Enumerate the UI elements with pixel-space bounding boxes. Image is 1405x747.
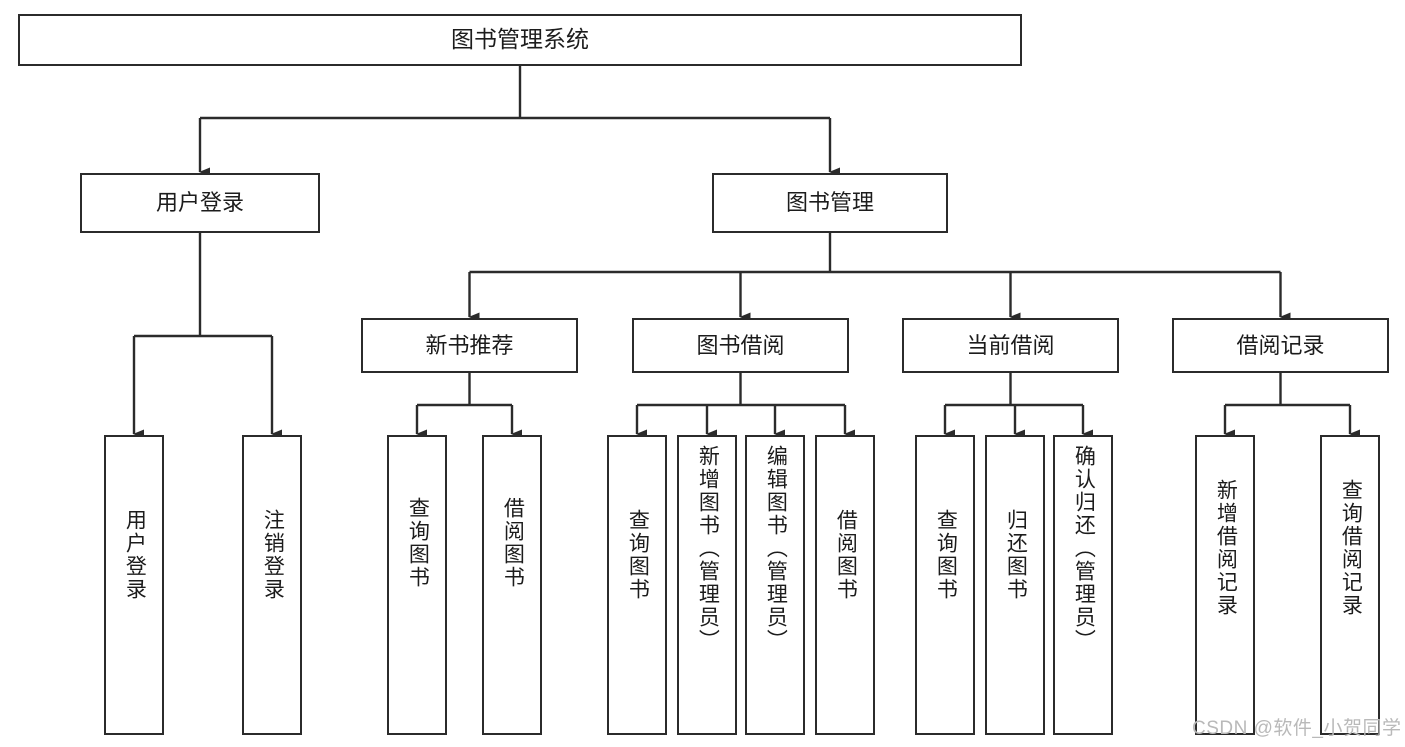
node-label: 图书管理系统 <box>451 26 589 53</box>
node-leaf-query-book-1[interactable]: 查询图书 <box>387 435 447 735</box>
node-label: 确认归还（管理员） <box>1072 445 1096 652</box>
node-label: 新书推荐 <box>425 332 514 358</box>
node-leaf-user-logout[interactable]: 注销登录 <box>242 435 302 735</box>
node-label: 借阅记录 <box>1236 332 1325 358</box>
node-user-login[interactable]: 用户登录 <box>80 173 320 233</box>
node-label: 查询图书 <box>626 509 650 601</box>
node-leaf-query-book-2[interactable]: 查询图书 <box>607 435 667 735</box>
node-label: 用户登录 <box>123 509 147 601</box>
node-book-mgmt[interactable]: 图书管理 <box>712 173 948 233</box>
node-borrow-record[interactable]: 借阅记录 <box>1172 318 1389 373</box>
node-leaf-user-login[interactable]: 用户登录 <box>104 435 164 735</box>
node-root[interactable]: 图书管理系统 <box>18 14 1022 66</box>
node-leaf-add-book[interactable]: 新增图书（管理员） <box>677 435 737 735</box>
node-label: 新增图书（管理员） <box>696 445 720 652</box>
node-leaf-return-book[interactable]: 归还图书 <box>985 435 1045 735</box>
node-label: 查询借阅记录 <box>1339 479 1363 617</box>
node-new-book-rec[interactable]: 新书推荐 <box>361 318 578 373</box>
node-book-borrow[interactable]: 图书借阅 <box>632 318 849 373</box>
node-label: 图书借阅 <box>696 332 785 358</box>
node-label: 编辑图书（管理员） <box>764 445 788 652</box>
node-label: 归还图书 <box>1004 509 1028 601</box>
edge-layer <box>132 66 1360 439</box>
node-label: 新增借阅记录 <box>1214 479 1238 617</box>
node-label: 图书管理 <box>785 190 874 216</box>
node-leaf-edit-book[interactable]: 编辑图书（管理员） <box>745 435 805 735</box>
node-label: 查询图书 <box>406 497 430 589</box>
node-leaf-confirm-return[interactable]: 确认归还（管理员） <box>1053 435 1113 735</box>
node-label: 查询图书 <box>934 509 958 601</box>
node-leaf-borrow-book-1[interactable]: 借阅图书 <box>482 435 542 735</box>
node-label: 注销登录 <box>261 509 285 601</box>
node-leaf-add-record[interactable]: 新增借阅记录 <box>1195 435 1255 735</box>
node-label: 借阅图书 <box>501 497 525 589</box>
node-leaf-query-record[interactable]: 查询借阅记录 <box>1320 435 1380 735</box>
watermark-text: CSDN @软件_小贺同学 <box>1192 718 1402 739</box>
node-label: 借阅图书 <box>834 509 858 601</box>
node-leaf-query-book-3[interactable]: 查询图书 <box>915 435 975 735</box>
node-current-borrow[interactable]: 当前借阅 <box>902 318 1119 373</box>
node-leaf-borrow-book-2[interactable]: 借阅图书 <box>815 435 875 735</box>
node-label: 用户登录 <box>155 190 244 216</box>
node-label: 当前借阅 <box>966 332 1055 358</box>
